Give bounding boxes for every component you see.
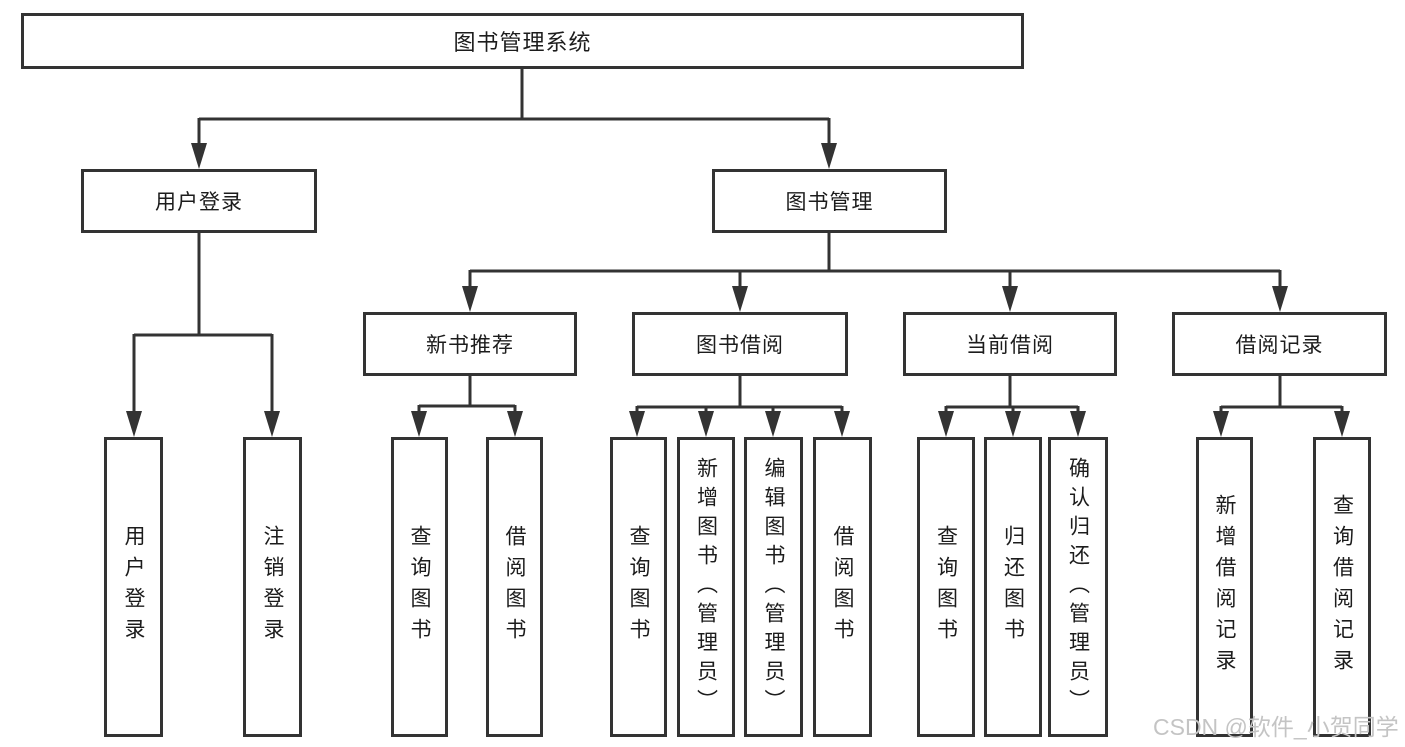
watermark-text: CSDN @软件_小贺同学 [1153, 714, 1399, 740]
arrowheads [126, 143, 1350, 437]
node-user-login-label: 用户登录 [155, 191, 243, 214]
leaf-borrow-books-recommend-label: 借阅图书 [503, 525, 526, 649]
node-book-management-label: 图书管理 [785, 191, 874, 214]
leaf-confirm-return-admin: 确认归还（管理员） [1048, 437, 1108, 737]
leaf-borrow-books-borrowing: 借阅图书 [813, 437, 872, 737]
leaf-logout-label: 注销登录 [261, 525, 284, 649]
leaf-query-books-current-label: 查询图书 [934, 525, 958, 649]
leaf-add-borrow-record-label: 新增借阅记录 [1213, 494, 1236, 680]
node-new-book-recommendation: 新书推荐 [363, 312, 577, 376]
node-borrowing-records: 借阅记录 [1172, 312, 1387, 376]
leaf-edit-books-admin-label: 编辑图书（管理员） [762, 456, 785, 718]
leaf-borrow-books-recommend: 借阅图书 [486, 437, 543, 737]
leaf-edit-books-admin: 编辑图书（管理员） [744, 437, 803, 737]
leaf-add-borrow-record: 新增借阅记录 [1196, 437, 1253, 737]
leaf-query-books-borrowing-label: 查询图书 [627, 525, 650, 649]
node-book-borrowing: 图书借阅 [632, 312, 848, 376]
node-library-system: 图书管理系统 [21, 13, 1024, 69]
node-book-borrowing-label: 图书借阅 [696, 334, 784, 357]
leaf-query-books-current: 查询图书 [917, 437, 975, 737]
node-new-book-recommendation-label: 新书推荐 [426, 334, 514, 357]
leaf-return-books-label: 归还图书 [1001, 525, 1025, 649]
leaf-query-books-recommend-label: 查询图书 [408, 525, 431, 649]
node-borrowing-records-label: 借阅记录 [1235, 334, 1324, 357]
leaf-return-books: 归还图书 [984, 437, 1042, 737]
leaf-query-books-recommend: 查询图书 [391, 437, 448, 737]
node-library-system-label: 图书管理系统 [453, 30, 592, 55]
leaf-query-books-borrowing: 查询图书 [610, 437, 667, 737]
leaf-confirm-return-admin-label: 确认归还（管理员） [1066, 456, 1090, 718]
node-user-login: 用户登录 [81, 169, 317, 233]
leaf-add-books-admin-label: 新增图书（管理员） [694, 456, 718, 718]
leaf-query-borrow-record: 查询借阅记录 [1313, 437, 1371, 737]
leaf-user-login-label: 用户登录 [122, 525, 145, 649]
leaf-add-books-admin: 新增图书（管理员） [677, 437, 735, 737]
leaf-user-login: 用户登录 [104, 437, 163, 737]
node-current-borrowing: 当前借阅 [903, 312, 1117, 376]
node-current-borrowing-label: 当前借阅 [966, 334, 1054, 357]
leaf-borrow-books-borrowing-label: 借阅图书 [831, 525, 854, 649]
leaf-logout: 注销登录 [243, 437, 302, 737]
leaf-query-borrow-record-label: 查询借阅记录 [1330, 494, 1354, 680]
node-book-management: 图书管理 [712, 169, 947, 233]
